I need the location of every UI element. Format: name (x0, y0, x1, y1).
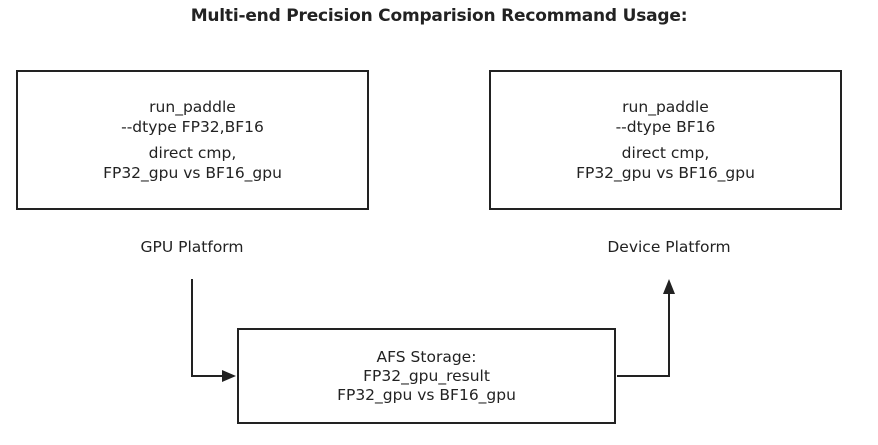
afs-line-2: FP32_gpu_result (363, 366, 490, 385)
diagram-title: Multi-end Precision Comparision Recomman… (190, 6, 688, 26)
gpu-to-afs-line (191, 279, 222, 377)
afs-line-3: FP32_gpu vs BF16_gpu (337, 385, 516, 404)
device-platform-label: Device Platform (607, 238, 731, 256)
device-command-group: run_paddle --dtype BF16 (616, 97, 716, 137)
gpu-compare-group: direct cmp, FP32_gpu vs BF16_gpu (103, 143, 282, 183)
afs-line-1: AFS Storage: (376, 347, 477, 366)
gpu-compare-line-1: direct cmp, (148, 144, 237, 162)
afs-to-device-line (617, 294, 670, 377)
afs-to-device-connector (617, 279, 675, 377)
gpu-command-line-2: --dtype FP32,BF16 (121, 118, 264, 136)
device-compare-line-1: direct cmp, (621, 144, 710, 162)
gpu-node-box: run_paddle --dtype FP32,BF16 direct cmp,… (16, 70, 369, 210)
gpu-to-afs-arrowhead (222, 370, 236, 382)
afs-to-device-arrowhead (663, 279, 675, 294)
gpu-command-group: run_paddle --dtype FP32,BF16 (121, 97, 264, 137)
gpu-compare-line-2: FP32_gpu vs BF16_gpu (103, 164, 282, 182)
device-node-box: run_paddle --dtype BF16 direct cmp, FP32… (489, 70, 842, 210)
device-command-line-2: --dtype BF16 (615, 118, 716, 136)
device-compare-line-2: FP32_gpu vs BF16_gpu (576, 164, 755, 182)
device-command-line-1: run_paddle (622, 98, 709, 116)
afs-storage-box: AFS Storage: FP32_gpu_result FP32_gpu vs… (237, 328, 616, 424)
gpu-platform-label: GPU Platform (140, 238, 244, 256)
gpu-command-line-1: run_paddle (149, 98, 236, 116)
gpu-to-afs-connector (191, 279, 236, 382)
device-compare-group: direct cmp, FP32_gpu vs BF16_gpu (576, 143, 755, 183)
